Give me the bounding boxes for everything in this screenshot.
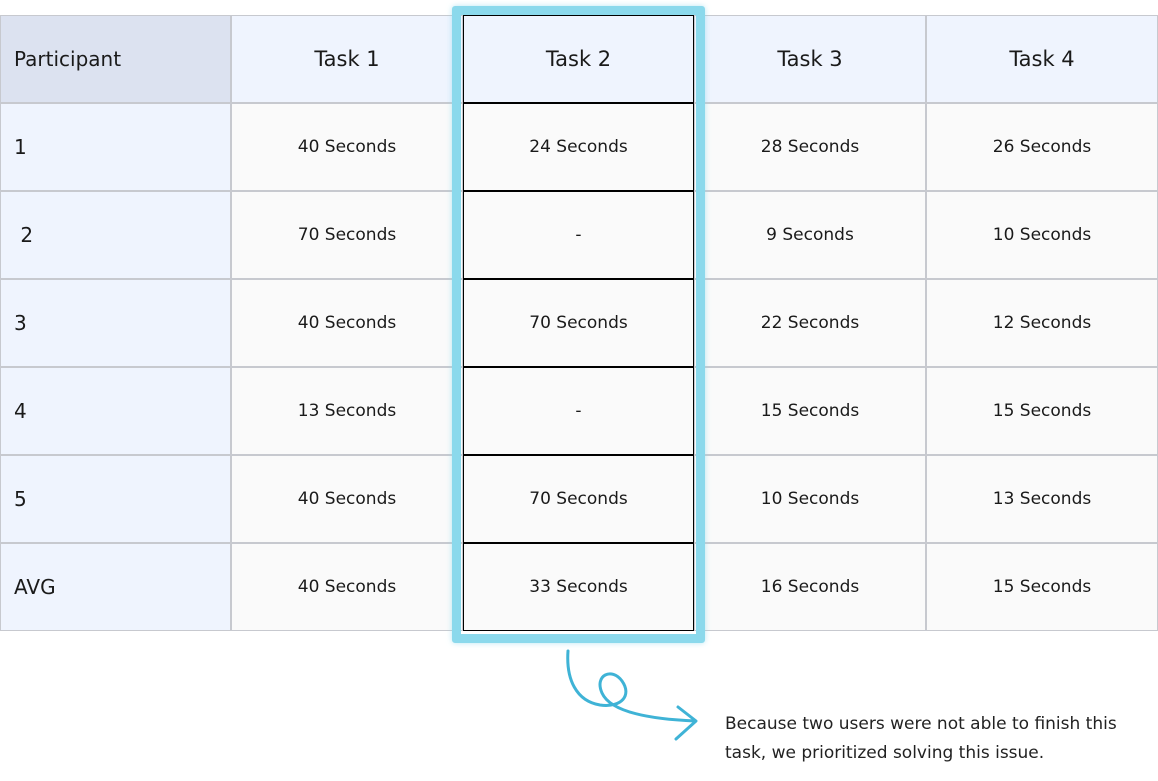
table-cell-text: 22 Seconds [760, 313, 860, 333]
table-cell-text: 40 Seconds [297, 137, 397, 157]
table-cell-text: 13 Seconds [297, 401, 397, 421]
row-label-participant-3-text: 3 [14, 311, 27, 335]
table-cell-text: 26 Seconds [992, 137, 1092, 157]
table-cell-text: 12 Seconds [992, 313, 1092, 333]
table-cell: 9 Seconds [694, 191, 926, 279]
table-cell-text: 10 Seconds [760, 489, 860, 509]
table-cell-text: 40 Seconds [297, 313, 397, 333]
column-header-task-3-text: Task 3 [777, 47, 843, 71]
curly-arrow-icon [566, 649, 698, 741]
table-cell-text: 10 Seconds [992, 225, 1092, 245]
table-cell-text: 13 Seconds [992, 489, 1092, 509]
column-header-task-1: Task 1 [231, 15, 463, 103]
table-cell-text: - [575, 225, 582, 245]
table-cell: 12 Seconds [926, 279, 1158, 367]
table-cell-text: 40 Seconds [297, 577, 397, 597]
results-table: Participant Task 1 Task 2 Task 3 Task 4 1 40 S… [0, 15, 1158, 633]
table-cell: 70 Seconds [463, 279, 694, 367]
row-label-participant-1-text: 1 [14, 135, 27, 159]
column-header-task-4-text: Task 4 [1009, 47, 1075, 71]
column-header-task-2: Task 2 [463, 15, 694, 103]
table-cell-text: 28 Seconds [760, 137, 860, 157]
table-cell: 33 Seconds [463, 543, 694, 631]
table-cell-text: 15 Seconds [992, 577, 1092, 597]
table-cell-text: 33 Seconds [529, 577, 628, 597]
table-cell: 70 Seconds [231, 191, 463, 279]
row-label-participant-1: 1 [0, 103, 231, 191]
table-cell: 26 Seconds [926, 103, 1158, 191]
table-cell: 13 Seconds [926, 455, 1158, 543]
table-cell-text: 15 Seconds [760, 401, 860, 421]
table-cell: 40 Seconds [231, 279, 463, 367]
column-header-task-1-text: Task 1 [314, 47, 380, 71]
table-cell-text: 9 Seconds [766, 225, 854, 245]
table-cell: 16 Seconds [694, 543, 926, 631]
column-header-task-4: Task 4 [926, 15, 1158, 103]
row-label-participant-3: 3 [0, 279, 231, 367]
table-cell-text: 24 Seconds [529, 137, 628, 157]
row-label-avg-text: AVG [14, 575, 56, 599]
table-cell-text: 40 Seconds [297, 489, 397, 509]
table-cell-text: 15 Seconds [992, 401, 1092, 421]
table-cell-text: 70 Seconds [297, 225, 397, 245]
table-cell: 13 Seconds [231, 367, 463, 455]
table-cell: 15 Seconds [926, 367, 1158, 455]
table-cell: 15 Seconds [926, 543, 1158, 631]
column-header-task-3: Task 3 [694, 15, 926, 103]
table-cell: 40 Seconds [231, 103, 463, 191]
table-cell: 22 Seconds [694, 279, 926, 367]
table-cell-text: 16 Seconds [760, 577, 860, 597]
row-label-participant-5-text: 5 [14, 487, 27, 511]
row-label-participant-4-text: 4 [14, 399, 27, 423]
column-header-participant-text: Participant [14, 47, 122, 71]
row-label-participant-2: 2 [0, 191, 231, 279]
row-label-participant-4: 4 [0, 367, 231, 455]
table-cell-text: - [575, 401, 582, 421]
row-label-avg: AVG [0, 543, 231, 631]
table-cell: 28 Seconds [694, 103, 926, 191]
annotation-note: Because two users were not able to finis… [725, 714, 1117, 763]
column-header-task-2-text: Task 2 [545, 47, 612, 71]
table-cell-text: 70 Seconds [529, 489, 628, 509]
table-cell: 15 Seconds [694, 367, 926, 455]
table-cell-text: 70 Seconds [529, 313, 628, 333]
table-cell: 40 Seconds [231, 543, 463, 631]
table-cell: 40 Seconds [231, 455, 463, 543]
row-label-participant-5: 5 [0, 455, 231, 543]
table-cell: 24 Seconds [463, 103, 694, 191]
column-header-participant: Participant [0, 15, 231, 103]
table-cell: 70 Seconds [463, 455, 694, 543]
row-label-participant-2-text: 2 [14, 223, 34, 247]
table-cell: 10 Seconds [926, 191, 1158, 279]
table-cell: 10 Seconds [694, 455, 926, 543]
table-cell: - [463, 367, 694, 455]
table-cell: - [463, 191, 694, 279]
